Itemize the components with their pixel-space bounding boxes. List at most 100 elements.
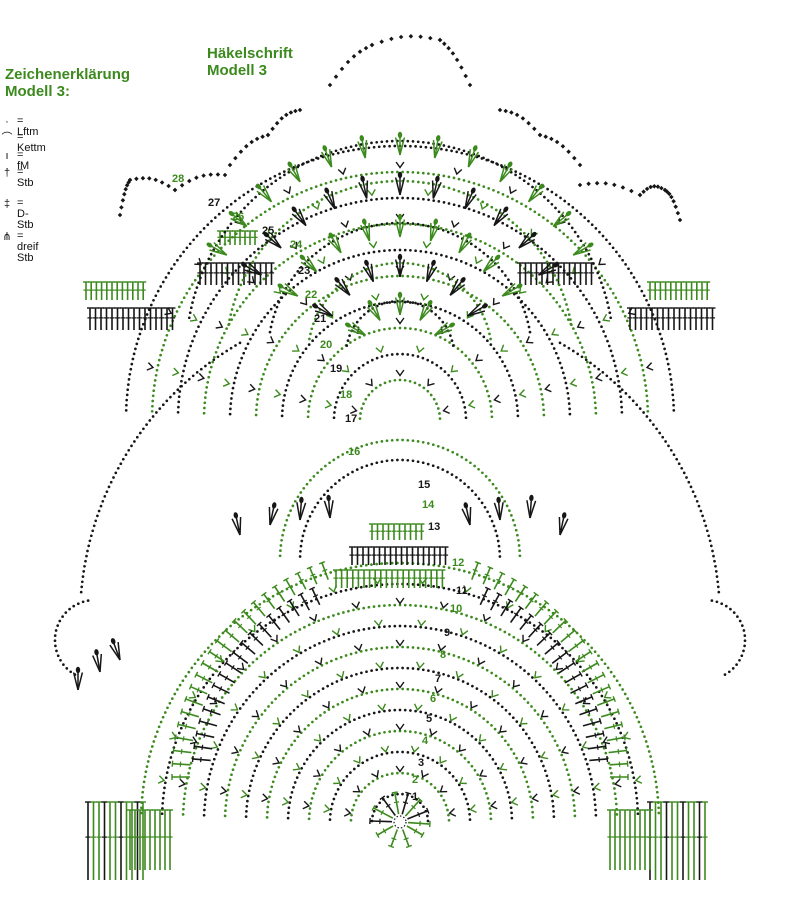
cluster-post [399,259,406,278]
chain-dot [251,660,255,664]
chain-dot [442,565,446,569]
cluster-top [334,277,340,283]
chain-dot [584,709,588,712]
fm-v-mark [324,399,333,409]
stitch-post [587,745,606,750]
fm-v-mark [337,167,347,176]
chain-dot [486,158,490,162]
chain-dot [272,732,276,736]
chain-dot [385,262,389,266]
chain-dot [163,781,167,785]
fm-v-mark [448,807,457,817]
chain-dot [609,377,613,381]
cluster-post [329,500,334,519]
chain-dot [138,431,142,435]
fm-v-mark [395,639,405,647]
picot-dot [187,178,192,184]
chain-dot [317,375,321,379]
stitch-top [533,591,540,597]
row-number-label: 3 [418,757,424,769]
chain-dot [329,592,333,596]
chain-dot [740,654,744,658]
chain-dot [491,217,495,220]
upper-round-arc [202,222,598,415]
chain-dot [177,405,180,409]
chain-dot [569,277,573,280]
cluster-post [559,518,569,536]
chain-dot [443,741,446,745]
chain-dot [442,144,446,147]
fm-v-mark [215,655,223,663]
chain-dot [575,209,579,213]
chain-dot [453,723,457,726]
chain-dot [247,636,251,640]
chain-dot [587,219,590,223]
chain-dot [568,778,572,782]
chain-dot [300,603,304,607]
stitch-bar [322,568,328,572]
chain-dot [590,306,594,310]
stitch-top [474,561,482,565]
chain-dot [411,439,415,443]
chain-dot [390,261,394,265]
chain-dot [345,698,349,702]
chain-dot [326,362,329,365]
chain-dot [411,301,415,304]
chain-dot [429,627,433,630]
chain-dot [542,328,546,332]
stitch-post [560,629,576,643]
chain-dot [390,196,394,200]
chain-dot [226,788,230,792]
fm-v-mark [219,786,228,795]
stitch-top [391,791,398,794]
cluster-post [335,235,342,254]
chain-dot [390,772,394,775]
top-cluster [482,254,501,273]
chain-dot [582,293,585,297]
chain-dot [190,283,194,286]
chain-dot [602,746,606,750]
stitch-top [191,755,194,762]
chain-dot [362,226,366,229]
chain-dot [607,306,611,310]
fm-v-mark [478,734,487,742]
stitch-top [283,577,289,582]
chain-dot [439,307,442,311]
chain-dot [452,588,456,592]
chain-dot [225,793,229,797]
chain-dot [146,760,150,763]
chain-dot [326,684,329,688]
chain-dot [448,311,452,315]
chain-dot [303,727,307,731]
chain-dot [312,792,315,795]
chain-dot [312,621,316,625]
chain-dot [344,146,348,150]
stitch [242,230,248,245]
chain-dot [449,631,453,635]
chain-dot [302,486,306,490]
chain-dot [228,412,232,416]
chain-dot [406,170,410,174]
chain-dot [618,385,621,388]
chain-dot [452,203,456,207]
chain-dot [385,353,389,357]
chain-dot [195,371,199,374]
stitch [533,262,540,285]
picot-dot [572,155,577,161]
chain-dot [251,725,255,729]
chain-dot [426,819,430,823]
chain-dot [483,644,487,647]
chain-dot [386,795,390,799]
stitch-top [487,565,494,570]
chain-dot [573,242,577,246]
chain-dot [300,190,304,194]
stitch-top [612,695,616,703]
stitch-post [173,749,192,754]
chain-dot [529,358,533,362]
chain-dot [510,659,514,663]
stitch [683,281,690,300]
chain-dot [335,680,339,683]
chain-dot [205,681,209,685]
chain-dot [211,360,215,364]
chain-dot [534,679,538,683]
